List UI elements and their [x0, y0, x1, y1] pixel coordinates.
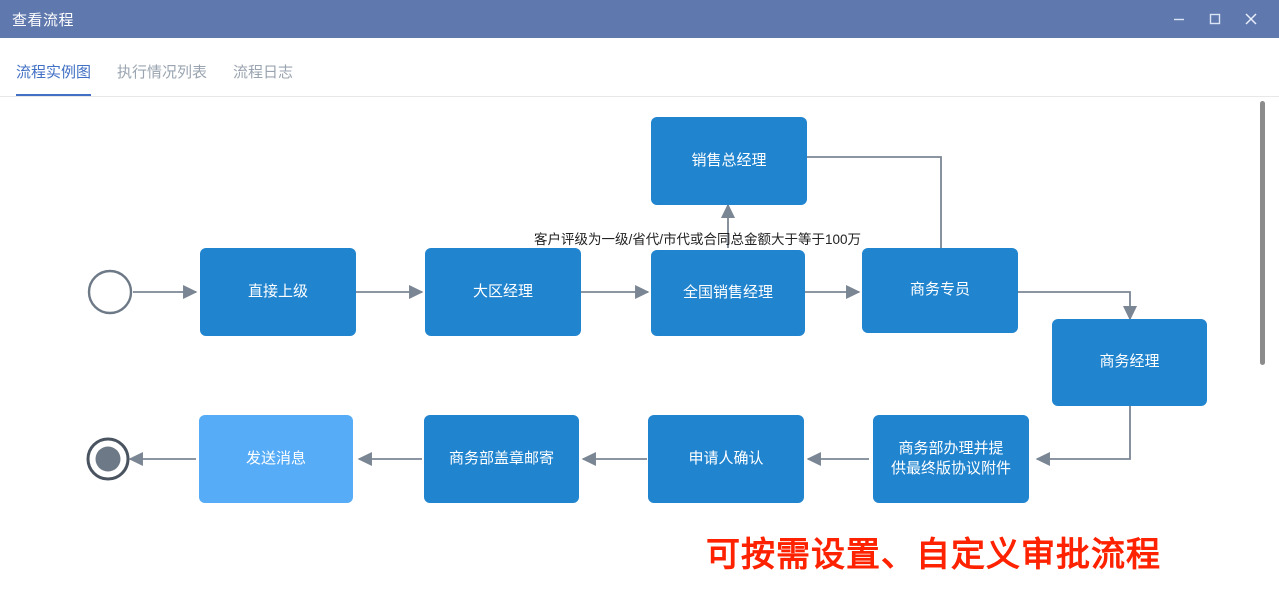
window-title: 查看流程 [12, 11, 75, 29]
maximize-button[interactable] [1197, 0, 1233, 38]
node-label: 商务专员 [909, 281, 970, 299]
node-label: 商务经理 [1099, 353, 1160, 371]
tab-bar: 流程实例图 执行情况列表 流程日志 [0, 38, 1279, 96]
diagram-canvas[interactable]: 直接上级 大区经理 全国销售经理 销售总经理 商务专员 商务经理 商务部办理并提… [0, 97, 1262, 610]
node-applicant-confirm[interactable]: 申请人确认 [648, 415, 804, 503]
tab-execution-list[interactable]: 执行情况列表 [117, 64, 208, 81]
node-label: 发送消息 [245, 449, 306, 467]
minimize-icon [1172, 12, 1186, 26]
process-diagram-pane: 直接上级 大区经理 全国销售经理 销售总经理 商务专员 商务经理 商务部办理并提… [0, 96, 1279, 610]
window-controls [1161, 0, 1279, 38]
vertical-scrollbar[interactable] [1260, 97, 1277, 610]
scrollbar-thumb[interactable] [1260, 101, 1265, 365]
annotation-text: 可按需设置、自定义审批流程 [706, 536, 1161, 574]
edge-label-condition: 客户评级为一级/省代/市代或合同总金额大于等于100万 [534, 232, 862, 247]
node-business-manager[interactable]: 商务经理 [1052, 319, 1207, 406]
node-label: 直接上级 [247, 282, 308, 300]
maximize-icon [1208, 12, 1222, 26]
node-sales-director[interactable]: 销售总经理 [651, 117, 807, 205]
node-send-message[interactable]: 发送消息 [199, 415, 353, 503]
node-business-dept-stamp-mail[interactable]: 商务部盖章邮寄 [424, 415, 579, 503]
node-business-dept-final-agreement[interactable]: 商务部办理并提 供最终版协议附件 [873, 415, 1029, 503]
node-label: 商务部盖章邮寄 [448, 449, 554, 467]
window-titlebar: 查看流程 [0, 0, 1279, 38]
tab-process-log[interactable]: 流程日志 [233, 64, 294, 81]
node-label: 全国销售经理 [682, 283, 773, 301]
close-icon [1243, 11, 1259, 27]
node-label: 申请人确认 [688, 449, 764, 467]
minimize-button[interactable] [1161, 0, 1197, 38]
close-button[interactable] [1233, 0, 1269, 38]
node-label: 销售总经理 [691, 151, 767, 169]
node-direct-supervisor[interactable]: 直接上级 [200, 248, 356, 336]
node-label: 大区经理 [472, 282, 533, 300]
node-label: 商务部办理并提 供最终版协议附件 [890, 439, 1011, 477]
node-national-sales-manager[interactable]: 全国销售经理 [651, 250, 805, 336]
node-business-specialist[interactable]: 商务专员 [862, 248, 1018, 333]
tab-process-diagram[interactable]: 流程实例图 [16, 61, 92, 96]
node-regional-manager[interactable]: 大区经理 [425, 248, 581, 336]
